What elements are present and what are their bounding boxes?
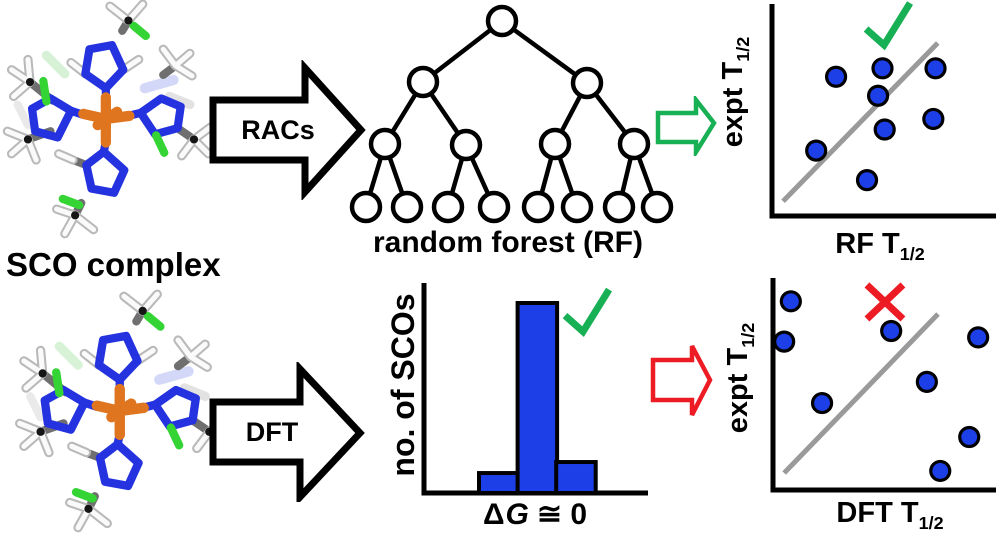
scatter-point	[773, 330, 796, 353]
cross-icon	[864, 282, 906, 322]
random-forest-tree	[349, 4, 674, 224]
tree-node	[560, 190, 594, 224]
checkmark-icon	[863, 1, 914, 51]
scatter-point	[922, 107, 945, 131]
red-result-arrow-icon	[650, 344, 713, 417]
scatter-point	[967, 326, 990, 349]
histogram-xlabel: ΔG≅ 0	[482, 498, 588, 531]
dft-arrow	[209, 362, 365, 502]
scatter-point	[855, 169, 879, 192]
sco-molecule-top	[0, 0, 226, 244]
parity-line	[782, 312, 940, 475]
scatter-point	[880, 319, 903, 343]
dft-plot-xlabel: DFT T1/2	[836, 497, 944, 533]
histogram-bar	[477, 471, 521, 496]
dft-histogram	[421, 283, 648, 496]
scatter-point	[958, 425, 981, 449]
rf-plot-ylabel: expt T1/2	[717, 36, 753, 148]
scatter-point	[929, 459, 952, 483]
tree-node	[477, 190, 511, 224]
scatter-point	[824, 65, 848, 88]
racs-arrow	[209, 60, 366, 200]
dft-plot-ylabel: expt T1/2	[722, 322, 758, 434]
tree-node	[406, 65, 440, 99]
tree-node	[640, 190, 674, 224]
tree-node	[602, 190, 636, 224]
tree-node	[485, 4, 519, 38]
histogram-ylabel: no. of SCOs	[385, 293, 421, 477]
sco-complex-label: SCO complex	[6, 246, 221, 283]
tree-node	[431, 190, 465, 224]
histogram-bar	[554, 460, 598, 495]
parity-line	[781, 41, 940, 203]
checkmark-icon	[562, 287, 613, 338]
tree-edge	[421, 19, 504, 84]
racs-arrow-label: RACs	[241, 115, 315, 145]
scatter-point	[873, 118, 896, 141]
tree-caption: random forest (RF)	[373, 226, 643, 259]
dft-arrow-label: DFT	[245, 417, 299, 447]
tree-node	[538, 127, 572, 161]
tree-node	[349, 190, 383, 224]
scatter-point	[871, 57, 894, 80]
tree-node	[570, 66, 604, 100]
dft-parity-plot	[770, 278, 996, 493]
scatter-point	[779, 290, 802, 313]
scatter-point	[915, 370, 938, 393]
tree-node	[390, 190, 424, 224]
histogram-bar	[515, 301, 560, 495]
tree-node	[617, 127, 651, 161]
dft-plot-axes	[770, 278, 996, 493]
tree-edge	[500, 19, 589, 85]
green-result-arrow-icon	[655, 96, 717, 156]
scatter-point	[924, 57, 947, 80]
rf-plot-xlabel: RF T1/2	[835, 228, 925, 264]
scatter-point	[805, 139, 828, 162]
scatter-point	[866, 84, 890, 107]
rf-plot-axes	[769, 4, 996, 219]
tree-node	[449, 128, 483, 162]
scatter-point	[810, 391, 834, 415]
rf-parity-plot	[769, 1, 996, 219]
tree-node	[521, 190, 555, 224]
tree-node	[368, 127, 402, 161]
